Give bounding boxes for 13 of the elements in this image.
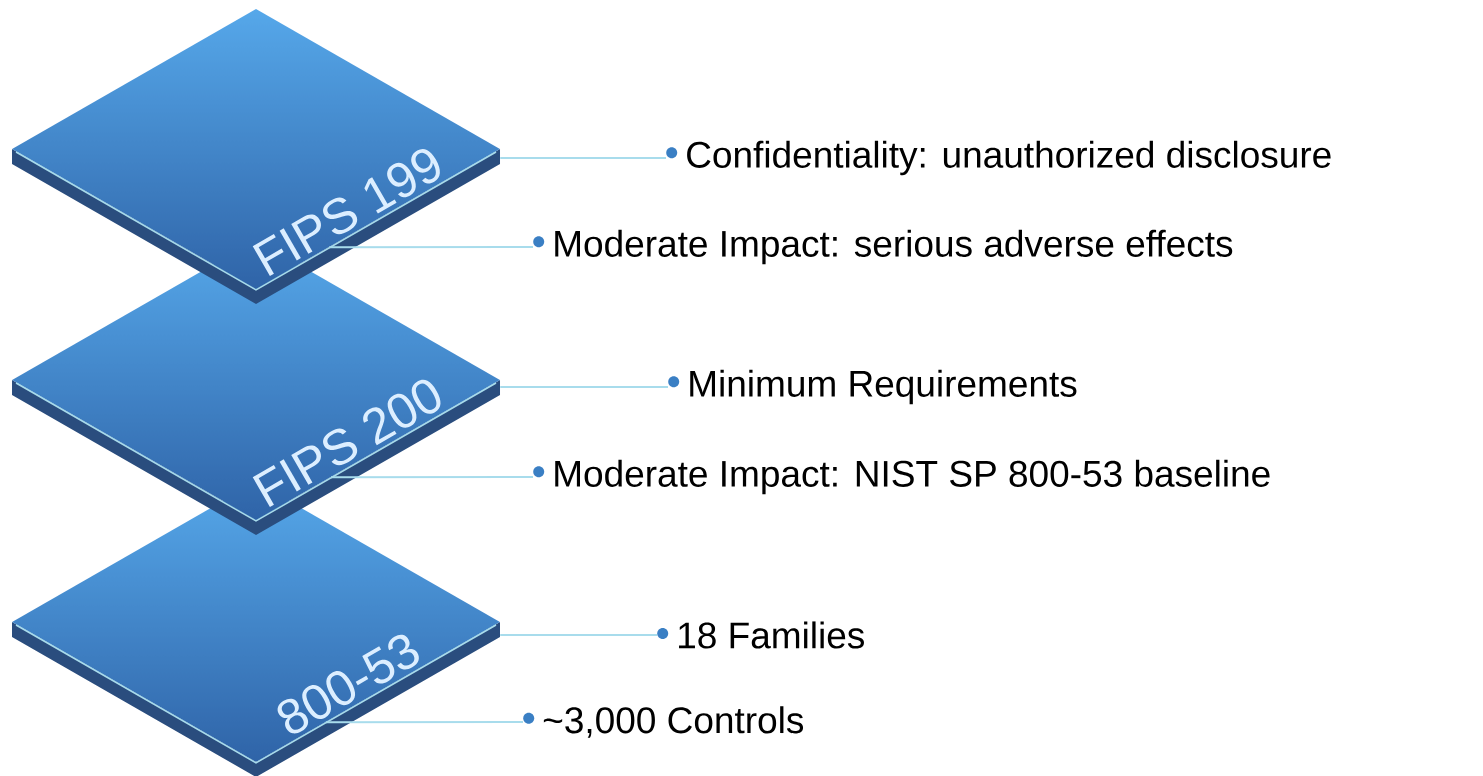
item-text: Confidentiality: unauthorized disclosure bbox=[687, 140, 1331, 176]
leader-line bbox=[499, 634, 658, 636]
item-text: 18 Families bbox=[679, 621, 864, 649]
leader-line bbox=[499, 386, 669, 388]
item-text: ~3,000 Controls bbox=[543, 706, 804, 738]
plate-drawing: FIPS 199 bbox=[12, 9, 500, 304]
leader-line bbox=[328, 246, 534, 249]
item-text: Minimum Requirements bbox=[690, 369, 1077, 405]
leader-line bbox=[499, 157, 667, 159]
item-text: Moderate Impact: NIST SP 800-53 baseline bbox=[555, 459, 1270, 495]
leader-line bbox=[330, 476, 534, 479]
item-text: Moderate Impact: serious adverse effects bbox=[555, 229, 1233, 265]
leader-line bbox=[324, 721, 524, 724]
